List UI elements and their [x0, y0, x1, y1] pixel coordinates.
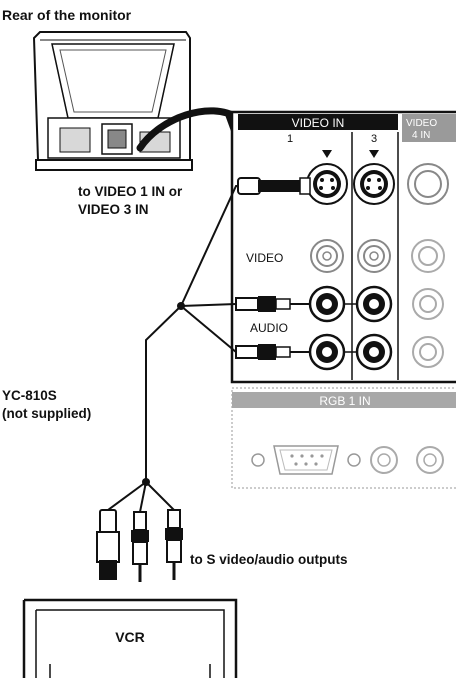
audio-jack-right-3 — [355, 333, 393, 371]
rca-plug-audio-left — [235, 296, 310, 312]
outputs-label: to S video/audio outputs — [190, 552, 348, 567]
audio-jack-right-1 — [308, 333, 346, 371]
rgb-audio-jack-1 — [370, 446, 398, 474]
partial-header-line1: VIDEO — [406, 118, 437, 129]
rgb-header-bar — [232, 392, 456, 408]
partial-header-line2: 4 IN — [412, 130, 430, 141]
video-in-header-bar — [238, 114, 398, 130]
partial-header-bar — [402, 114, 456, 142]
target-input-label-line2: VIDEO 3 IN — [78, 202, 149, 217]
rca-plug-bottom-2 — [165, 509, 183, 580]
rgb-panel: RGB 1 IN — [231, 387, 456, 489]
rca-plug-audio-right — [235, 344, 310, 360]
video-jack-3 — [357, 239, 391, 273]
s-video-jack-3 — [353, 163, 395, 205]
monitor-rear-drawing — [32, 31, 193, 171]
rgb-audio-jack-2 — [416, 446, 444, 474]
vcr-device — [22, 598, 238, 678]
cable-model-label: YC-810S — [2, 388, 57, 403]
input-marker-1 — [322, 150, 332, 158]
s-video-plug-bottom — [96, 509, 120, 580]
input-marker-3 — [369, 150, 379, 158]
video-jack-4 — [411, 239, 445, 273]
rca-plug-bottom-1 — [131, 511, 149, 582]
audio-jack-right-4 — [412, 336, 444, 368]
audio-jack-left-3 — [355, 285, 393, 323]
video-jack-1 — [310, 239, 344, 273]
connector-panel: VIDEO IN VIDEO 4 IN 1 3 — [230, 110, 456, 384]
vcr-label: VCR — [115, 629, 145, 645]
video-in-header: VIDEO IN — [292, 116, 345, 130]
video-row-label: VIDEO — [246, 251, 283, 265]
cable-junction-upper — [177, 302, 185, 310]
cable-note-label: (not supplied) — [2, 406, 91, 421]
target-input-label-line1: to VIDEO 1 IN or — [78, 184, 183, 199]
rear-monitor-label: Rear of the monitor — [2, 7, 132, 23]
rgb-dsub-connector — [251, 445, 361, 475]
cable-junction-lower — [142, 478, 150, 486]
pointer-arrow — [136, 107, 242, 152]
audio-row-label: AUDIO — [250, 321, 288, 335]
audio-jack-left-1 — [308, 285, 346, 323]
audio-jack-left-4 — [412, 288, 444, 320]
s-video-jack-1 — [306, 163, 348, 205]
column-number-1: 1 — [287, 133, 293, 145]
s-video-plug-top — [237, 177, 311, 195]
s-video-jack-4 — [407, 163, 449, 205]
rgb-header: RGB 1 IN — [319, 394, 370, 408]
column-number-3: 3 — [371, 133, 377, 145]
